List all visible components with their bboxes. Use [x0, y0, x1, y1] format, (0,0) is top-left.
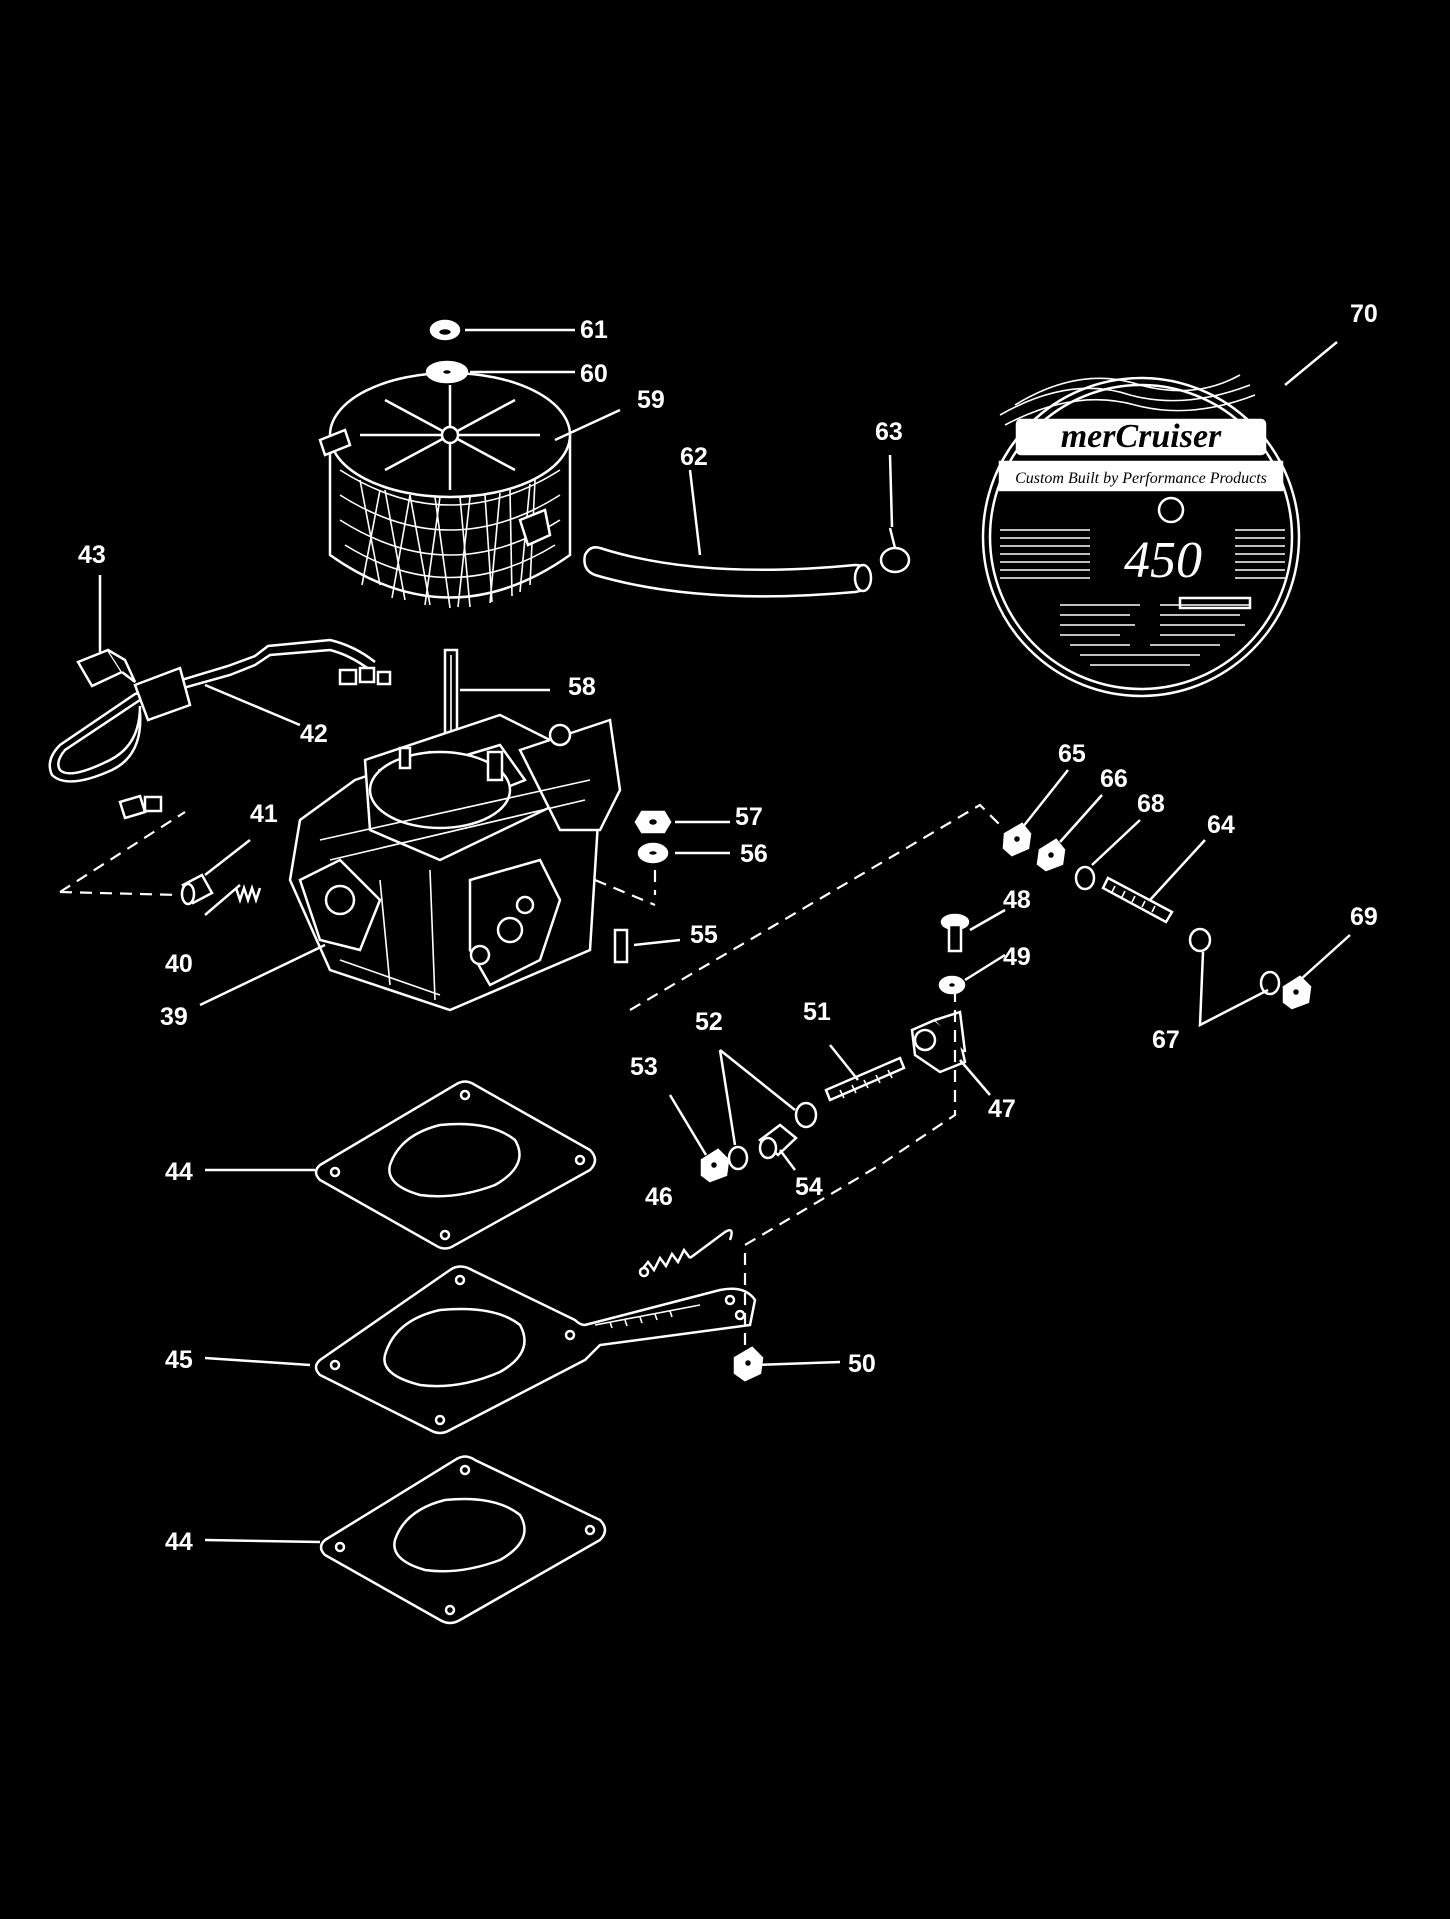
washer-68 — [1074, 865, 1096, 891]
gasket-45-throttle-plate — [314, 1265, 757, 1435]
callout-43: 43 — [78, 541, 106, 569]
callout-labels: 39 40 41 42 43 44 44 45 46 47 48 49 50 5… — [78, 300, 1378, 1556]
washer-52a — [794, 1101, 818, 1129]
gasket-44-upper — [314, 1080, 597, 1250]
callout-67: 67 — [1152, 1026, 1180, 1054]
air-cleaner-assembly — [318, 371, 572, 609]
callout-55: 55 — [690, 921, 718, 949]
nut-53 — [700, 1148, 730, 1183]
callout-47: 47 — [988, 1095, 1016, 1123]
callout-56: 56 — [740, 840, 768, 868]
assembly-lines — [59, 803, 1001, 1345]
callout-59: 59 — [637, 386, 665, 414]
badge-tagline: Custom Built by Performance Products — [1015, 470, 1267, 487]
vent-hose — [583, 546, 873, 598]
callout-58: 58 — [568, 673, 596, 701]
washer-67a — [1188, 927, 1212, 953]
nut-65 — [1002, 822, 1032, 857]
return-spring — [638, 1229, 733, 1278]
callout-61: 61 — [580, 316, 608, 344]
callout-51: 51 — [803, 998, 831, 1026]
callout-48: 48 — [1003, 886, 1031, 914]
callout-69: 69 — [1350, 903, 1378, 931]
callout-54: 54 — [795, 1173, 823, 1201]
cap-washer — [425, 360, 469, 384]
callout-68: 68 — [1137, 790, 1165, 818]
bracket-47 — [910, 1010, 967, 1074]
carburetor — [288, 713, 622, 1012]
washer-67b — [1259, 970, 1281, 996]
washer-49 — [938, 975, 966, 995]
fuel-fitting — [76, 648, 137, 688]
nut-57 — [634, 810, 672, 834]
callout-70: 70 — [1350, 300, 1378, 328]
callout-62: 62 — [680, 443, 708, 471]
leader-lines — [98, 328, 1351, 1544]
spacer-54 — [757, 1123, 798, 1160]
callout-44-lower: 44 — [165, 1528, 193, 1556]
stud-51 — [824, 1056, 906, 1102]
hose-clamp — [879, 527, 911, 574]
nut-66 — [1036, 838, 1066, 872]
carburetor-stud — [443, 648, 459, 742]
callout-41: 41 — [250, 800, 278, 828]
badge-model: 450 — [1124, 532, 1202, 589]
callout-42: 42 — [300, 720, 328, 748]
stud-55 — [613, 928, 629, 964]
filter-spring — [234, 884, 262, 904]
stud-64 — [1101, 876, 1174, 924]
air-cleaner-cap — [429, 319, 461, 341]
callout-39: 39 — [160, 1003, 188, 1031]
gasket-44-lower — [319, 1455, 607, 1625]
callout-52: 52 — [695, 1008, 723, 1036]
fuel-line — [48, 638, 392, 820]
callout-64: 64 — [1207, 811, 1235, 839]
callout-60: 60 — [580, 360, 608, 388]
callout-40: 40 — [165, 950, 193, 978]
callout-53: 53 — [630, 1053, 658, 1081]
callout-66: 66 — [1100, 765, 1128, 793]
callout-44-upper: 44 — [165, 1158, 193, 1186]
callout-65: 65 — [1058, 740, 1086, 768]
callout-45: 45 — [165, 1346, 193, 1374]
fuel-filter — [180, 873, 214, 906]
badge-brand: merCruiser — [1061, 418, 1222, 455]
washer-52b — [727, 1145, 749, 1171]
mercruiser-450-badge: merCruiser Custom Built by Performance P… — [981, 374, 1301, 698]
callout-46: 46 — [645, 1183, 673, 1211]
washer-56 — [637, 842, 669, 864]
callout-50: 50 — [848, 1350, 876, 1378]
screw-48 — [940, 913, 970, 953]
nut-69 — [1282, 975, 1312, 1010]
callout-63: 63 — [875, 418, 903, 446]
callout-49: 49 — [1003, 943, 1031, 971]
nut-50 — [733, 1346, 764, 1382]
callout-57: 57 — [735, 803, 763, 831]
